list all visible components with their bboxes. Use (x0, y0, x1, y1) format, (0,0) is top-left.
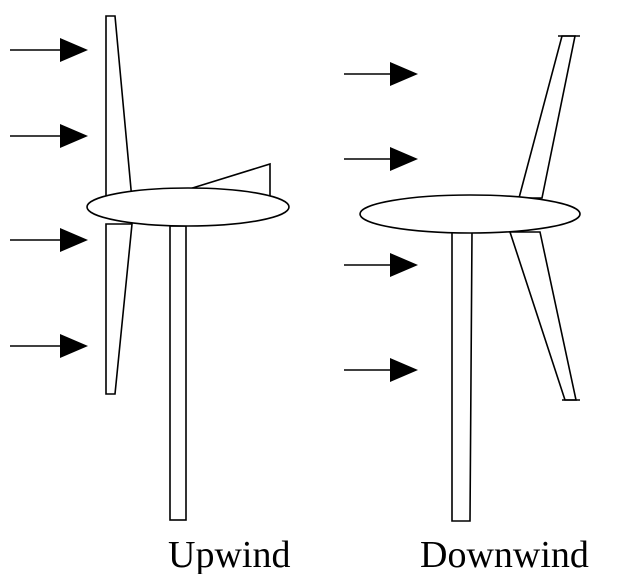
upwind-lower-blade (105, 223, 133, 395)
downwind-label: Downwind (420, 534, 589, 574)
downwind-lower-blade (508, 231, 577, 401)
downwind-upper-blade (517, 35, 576, 199)
upwind-upper-blade (105, 15, 133, 201)
downwind-wind-arrow (344, 253, 418, 277)
downwind-wind-arrow (344, 147, 418, 171)
upwind-wind-arrow (10, 228, 88, 252)
downwind-wind-arrow (344, 358, 418, 382)
upwind-wind-arrow (10, 38, 88, 62)
upwind-tower (169, 225, 187, 521)
downwind-wind-arrow (344, 62, 418, 86)
downwind-wind-arrows (344, 62, 418, 382)
upwind-wind-arrow (10, 124, 88, 148)
downwind-tower (451, 231, 473, 522)
upwind-wind-arrow (10, 334, 88, 358)
upwind-label: Upwind (168, 534, 290, 574)
downwind-nacelle (359, 194, 581, 234)
upwind-nacelle (86, 187, 290, 227)
downwind-turbine: Downwind (344, 35, 589, 574)
upwind-wind-arrows (10, 38, 88, 358)
upwind-turbine: Upwind (10, 15, 290, 574)
